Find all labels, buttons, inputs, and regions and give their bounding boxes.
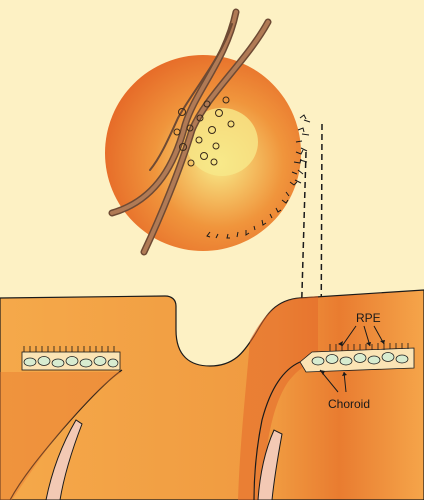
left-vessel-shape [45, 419, 83, 500]
right-cell-layer [299, 343, 415, 373]
label-rpe: RPE [356, 311, 381, 325]
right-vessel-shape [257, 429, 283, 500]
cross-section [0, 289, 424, 500]
nerve-head-shade [238, 296, 318, 500]
left-sclera [0, 372, 122, 500]
left-cell-layer [21, 346, 121, 371]
left-sclera-curve [9, 369, 123, 500]
label-choroid: Choroid [328, 397, 370, 411]
nerve-boundary [253, 361, 301, 500]
pigment-migration [206, 114, 311, 239]
annotations: RPE Choroid [319, 311, 385, 411]
drusen [173, 96, 235, 167]
